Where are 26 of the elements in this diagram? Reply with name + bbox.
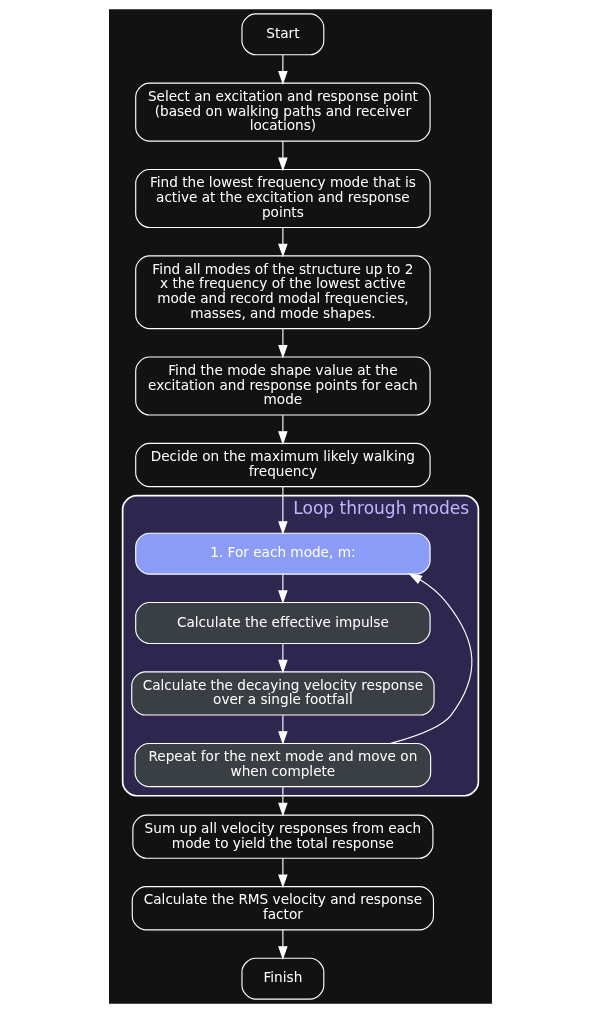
arrow	[277, 140, 288, 172]
node-box: Calculate the effective impulse	[134, 601, 431, 645]
arrow	[277, 573, 288, 604]
arrow	[277, 786, 288, 817]
node-box: Calculate the decaying velocity response over a single footfall	[130, 671, 435, 716]
node-box: Finish	[240, 957, 324, 1000]
node-box: Sum up all velocity responses from each mode to yield the total response	[131, 814, 433, 859]
node-box: Repeat for the next mode and move on when complete	[134, 742, 431, 788]
arrow	[389, 573, 472, 744]
node-box: Decide on the maximum likely walking frequency	[134, 442, 431, 488]
arrow	[277, 858, 288, 889]
arrow	[277, 714, 288, 745]
node-box: Calculate the RMS velocity and response factor	[131, 886, 434, 931]
arrow	[277, 328, 288, 359]
node-box: Start	[240, 13, 324, 56]
arrow	[277, 642, 288, 674]
node-box: Find the mode shape value at the excitation and response points for each mode	[134, 356, 431, 416]
arrow	[277, 414, 288, 445]
arrow	[277, 486, 288, 535]
node-box: Find the lowest frequency mode that is active at the excitation and response points	[134, 168, 431, 229]
node-box: 1. For each mode, m:	[134, 532, 431, 575]
arrow	[277, 54, 288, 85]
node-box: Find all modes of the structure up to 2 x the frequency of the lowest active mode and record modal frequencies, masses, and mode shapes.	[134, 255, 431, 330]
arrow	[277, 227, 288, 258]
node-box: Select an excitation and response point (based on walking paths and receiver locations)	[134, 82, 431, 142]
arrow	[277, 929, 288, 960]
